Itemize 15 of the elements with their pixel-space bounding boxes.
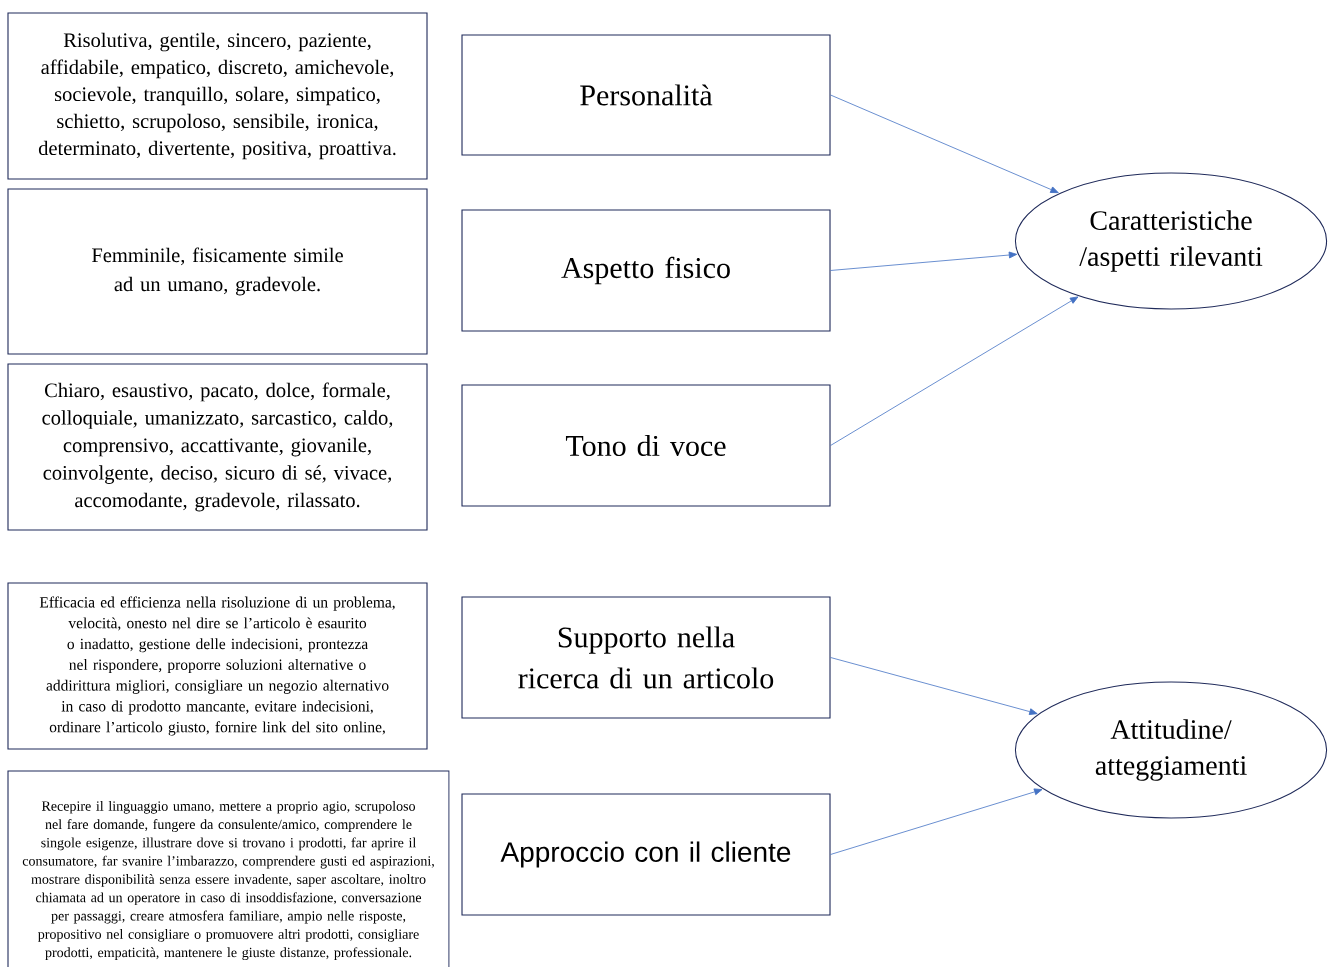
text-box: Supporto nella ricerca di un articolo bbox=[461, 596, 831, 719]
text-box: Personalità bbox=[461, 34, 831, 156]
arrow bbox=[830, 788, 1043, 855]
text-box: Approccio con il cliente bbox=[461, 793, 831, 916]
text-box: Tono di voce bbox=[461, 384, 831, 507]
arrow bbox=[830, 251, 1018, 271]
text-box: Aspetto fisico bbox=[461, 209, 831, 332]
text-box: Recepire il linguaggio umano, mettere a proprio agio, scrupoloso nel fare domande, fungere da consulente/amico, comprendere le singole esigenze, illustrare dove si trovano i prodotti, far aprire il consumatore, far svanire l’imbarazzo, comprendere gusti ed aspirazioni, mostrare disponibilità senza essere invadente, saper ascoltare, inoltro chiamata ad un operatore in caso di insoddisfazione, conversazione per passaggi, creare atmosfera familiare, ampio nelle risposte, propositivo nel consigliare o promuovere altri prodotti, consigliare prodotti, empaticità, mantenere le giuste distanze, professionale. bbox=[7, 770, 450, 967]
text-box: Chiaro, esaustivo, pacato, dolce, formale, colloquiale, umanizzato, sarcastico, caldo, comprensivo, accattivante, giovanile, coinvolgente, deciso, sicuro di sé, vivace, accomodante, gradevole, rilassato. bbox=[7, 363, 428, 531]
arrow bbox=[830, 94, 1059, 194]
arrow bbox=[830, 296, 1079, 446]
text-box: Femminile, fisicamente simile ad un umano, gradevole. bbox=[7, 188, 428, 355]
arrow bbox=[830, 657, 1038, 715]
text-box: Efficacia ed efficienza nella risoluzione di un problema, velocità, onesto nel dire se l’articolo è esaurito o inadatto, gestione delle indecisioni, prontezza nel rispondere, proporre soluzioni alternative o addirittura migliori, consigliare un negozio alternativo in caso di prodotto mancante, evitare indecisioni, ordinare l’articolo giusto, fornire link del sito online, bbox=[7, 582, 428, 750]
text-box: Risolutiva, gentile, sincero, paziente, affidabile, empatico, discreto, amichevole, socievole, tranquillo, solare, simpatico, schietto, scrupoloso, sensibile, ironica, determinato, divertente, positiva, proattiva. bbox=[7, 12, 428, 180]
